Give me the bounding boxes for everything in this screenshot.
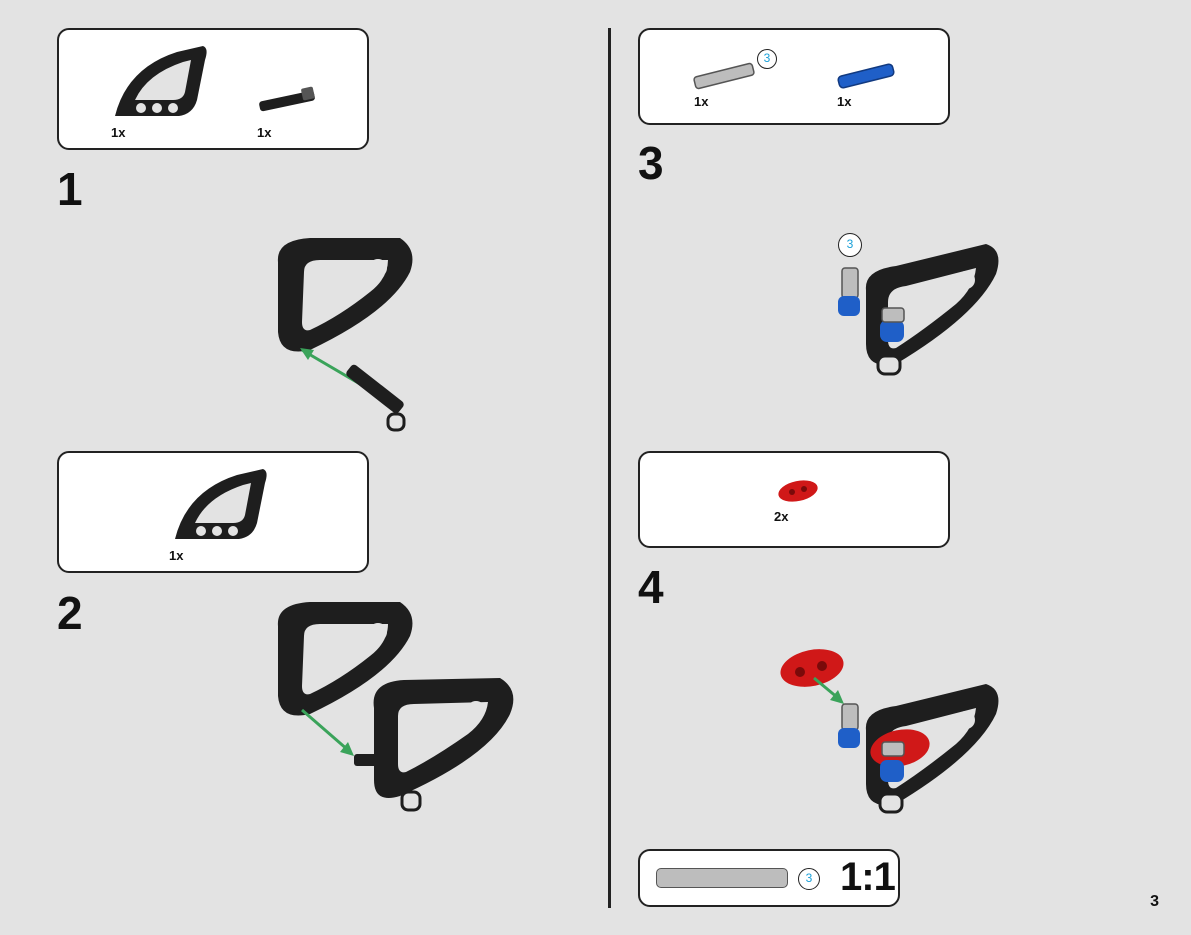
full-size-axle-reference: [656, 868, 788, 888]
quantity-label: 1x: [694, 94, 709, 109]
step-number: 4: [638, 561, 664, 613]
quantity-label: 1x: [111, 125, 126, 140]
column-divider: [608, 28, 611, 908]
step-4-assembly-illustration: [780, 649, 999, 814]
scale-reference-box: 3 1:1: [638, 849, 900, 907]
axle-length-callout: 3: [757, 49, 777, 69]
blue-axle-pin-image: [837, 63, 895, 89]
grey-axle-image: [693, 62, 755, 90]
step-1-assembly-illustration: [277, 238, 413, 432]
axle-pin-image: [259, 86, 315, 112]
step-number: 1: [57, 163, 83, 215]
page-number: 3: [1150, 893, 1159, 910]
parts-box-step-4: 2x: [638, 451, 950, 548]
quantity-label: 1x: [257, 125, 272, 140]
parts-box-step-1: 1x 1x: [57, 28, 369, 150]
red-connector-image: [778, 480, 818, 502]
step-number: 2: [57, 587, 83, 639]
quantity-label: 2x: [774, 509, 789, 524]
parts-box-step-2: 1x: [57, 451, 369, 573]
parts-box-step-3: 3 1x 1x: [638, 28, 950, 125]
step-3-assembly-illustration: [838, 244, 999, 376]
step-number: 3: [638, 137, 664, 189]
step-2-assembly-illustration: [277, 602, 514, 812]
curved-beam-image: [175, 469, 267, 539]
curved-beam-image: [115, 46, 207, 116]
axle-length-callout: 3: [798, 868, 820, 890]
axle-length-callout: 3: [838, 233, 862, 257]
scale-label: 1:1: [840, 855, 896, 899]
quantity-label: 1x: [169, 548, 184, 563]
quantity-label: 1x: [837, 94, 852, 109]
